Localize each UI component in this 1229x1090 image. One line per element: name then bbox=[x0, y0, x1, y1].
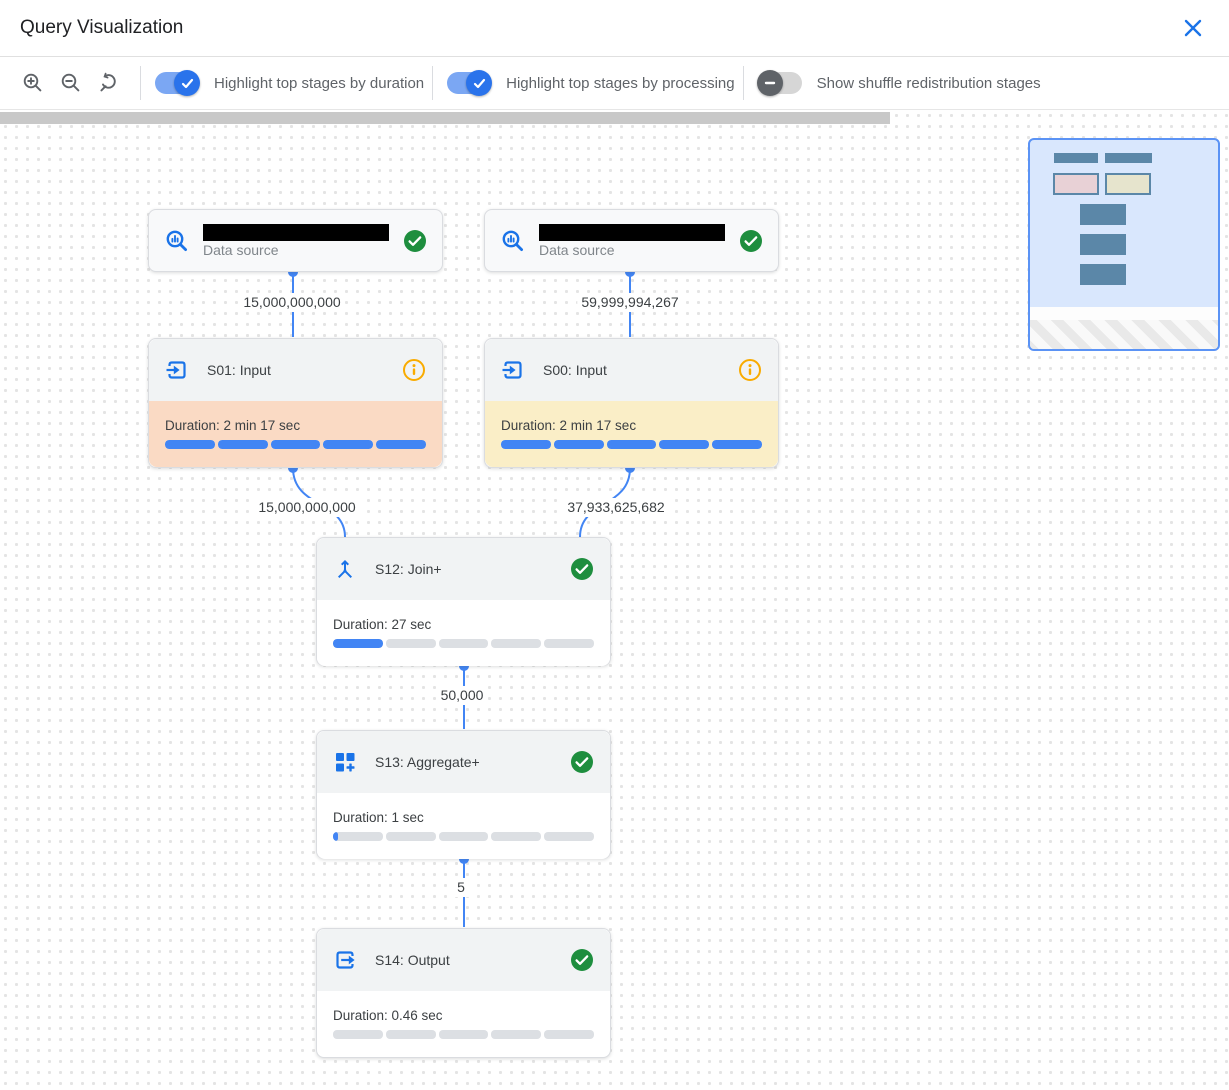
edge-label: 5 bbox=[453, 878, 469, 897]
duration-progress-bar bbox=[333, 832, 594, 841]
node-stage-s12[interactable]: S12: Join+ Duration: 27 sec bbox=[316, 537, 611, 666]
edge-label: 15,000,000,000 bbox=[239, 293, 345, 312]
page-title: Query Visualization bbox=[20, 17, 184, 38]
check-icon bbox=[473, 78, 485, 88]
toolbar: Highlight top stages by duration Highlig… bbox=[0, 57, 1229, 110]
stage-duration-section: Duration: 1 sec bbox=[317, 793, 610, 859]
duration-label: Duration: 1 sec bbox=[333, 810, 424, 825]
highlight-processing-toggle[interactable] bbox=[447, 70, 493, 96]
toggle-group-shuffle: Show shuffle redistribution stages bbox=[756, 70, 1041, 96]
duration-progress-bar bbox=[333, 1030, 594, 1039]
edge-label: 59,999,994,267 bbox=[577, 293, 683, 312]
minimap-node bbox=[1054, 153, 1098, 163]
datasource-search-icon bbox=[502, 230, 523, 251]
minimap-node-highlight-duration bbox=[1053, 173, 1099, 195]
stage-title: S13: Aggregate+ bbox=[375, 754, 480, 770]
toolbar-divider bbox=[742, 66, 744, 100]
check-circle-icon bbox=[404, 229, 426, 252]
duration-progress-bar bbox=[165, 440, 426, 449]
info-icon[interactable] bbox=[402, 358, 426, 382]
duration-label: Duration: 2 min 17 sec bbox=[165, 418, 301, 433]
redacted-source-name bbox=[539, 223, 725, 241]
duration-label: Duration: 2 min 17 sec bbox=[501, 418, 637, 433]
toggle-group-processing: Highlight top stages by processing bbox=[447, 70, 735, 96]
toggle-label-shuffle: Show shuffle redistribution stages bbox=[816, 74, 1041, 92]
node-data-source-1[interactable]: Data source bbox=[148, 209, 443, 272]
node-stage-s01[interactable]: S01: Input Duration: 2 min 17 sec bbox=[148, 338, 443, 468]
stage-title: S00: Input bbox=[543, 362, 607, 378]
dialog-header: Query Visualization bbox=[0, 0, 1229, 57]
aggregate-icon bbox=[336, 753, 355, 772]
minimap-node bbox=[1080, 204, 1126, 225]
data-source-label: Data source bbox=[203, 241, 279, 258]
data-source-label: Data source bbox=[539, 241, 615, 258]
toggle-group-duration: Highlight top stages by duration bbox=[155, 70, 425, 96]
duration-label: Duration: 27 sec bbox=[333, 617, 432, 632]
duration-label: Duration: 0.46 sec bbox=[333, 1008, 443, 1023]
input-icon bbox=[166, 361, 186, 379]
minus-icon bbox=[764, 81, 775, 85]
input-icon bbox=[502, 361, 522, 379]
output-icon bbox=[336, 951, 355, 969]
zoom-out-icon bbox=[61, 73, 80, 92]
minimap-node bbox=[1080, 264, 1126, 285]
toolbar-divider bbox=[432, 66, 434, 100]
edge-label: 15,000,000,000 bbox=[254, 498, 360, 517]
toggle-thumb bbox=[174, 70, 200, 96]
toggle-label-processing: Highlight top stages by processing bbox=[506, 74, 735, 92]
datasource-search-icon bbox=[166, 230, 187, 251]
show-shuffle-toggle[interactable] bbox=[756, 70, 802, 96]
node-data-source-2[interactable]: Data source bbox=[484, 209, 779, 272]
zoom-reset-icon bbox=[100, 72, 116, 92]
stage-title: S12: Join+ bbox=[375, 561, 442, 577]
check-icon bbox=[181, 78, 193, 88]
minimap-out-of-bounds bbox=[1030, 320, 1218, 349]
stage-title: S01: Input bbox=[207, 362, 271, 378]
stage-duration-section: Duration: 2 min 17 sec bbox=[485, 401, 778, 467]
node-stage-s14[interactable]: S14: Output Duration: 0.46 sec bbox=[316, 928, 611, 1058]
info-icon[interactable] bbox=[738, 358, 762, 382]
edge-label: 50,000 bbox=[436, 686, 488, 705]
toggle-thumb bbox=[756, 70, 783, 96]
node-stage-s13[interactable]: S13: Aggregate+ Duration: 1 sec bbox=[316, 730, 611, 859]
stage-title: S14: Output bbox=[375, 952, 450, 968]
stage-duration-section: Duration: 27 sec bbox=[317, 600, 610, 666]
stage-duration-section: Duration: 2 min 17 sec bbox=[149, 401, 442, 467]
minimap-node-highlight-processing bbox=[1105, 173, 1151, 195]
minimap-node bbox=[1080, 234, 1126, 255]
minimap-margin bbox=[1030, 307, 1218, 320]
minimap-node bbox=[1105, 153, 1152, 163]
zoom-in-icon bbox=[23, 73, 42, 92]
toggle-label-duration: Highlight top stages by duration bbox=[214, 74, 425, 92]
check-circle-icon bbox=[571, 751, 593, 773]
graph-canvas[interactable]: 15,000,000,000 59,999,994,267 15,000,000… bbox=[0, 110, 1229, 1090]
check-circle-icon bbox=[740, 229, 762, 252]
edge-label: 37,933,625,682 bbox=[563, 498, 669, 517]
duration-progress-bar bbox=[501, 440, 762, 449]
redacted-source-name bbox=[203, 223, 389, 241]
toolbar-divider bbox=[140, 66, 141, 100]
stage-duration-section: Duration: 0.46 sec bbox=[317, 991, 610, 1057]
highlight-duration-toggle[interactable] bbox=[155, 70, 200, 96]
zoom-in-button[interactable] bbox=[18, 68, 48, 98]
zoom-out-button[interactable] bbox=[56, 68, 86, 98]
close-icon bbox=[1184, 19, 1202, 37]
toggle-thumb bbox=[466, 70, 493, 96]
join-icon bbox=[338, 560, 352, 578]
node-stage-s00[interactable]: S00: Input Duration: 2 min 17 sec bbox=[484, 338, 779, 468]
minimap[interactable] bbox=[1028, 138, 1220, 351]
check-circle-icon bbox=[571, 949, 593, 971]
check-circle-icon bbox=[571, 558, 593, 580]
horizontal-scrollbar[interactable] bbox=[0, 112, 890, 124]
zoom-reset-button[interactable] bbox=[94, 68, 124, 98]
duration-progress-bar bbox=[333, 639, 594, 648]
close-button[interactable] bbox=[1177, 12, 1209, 44]
